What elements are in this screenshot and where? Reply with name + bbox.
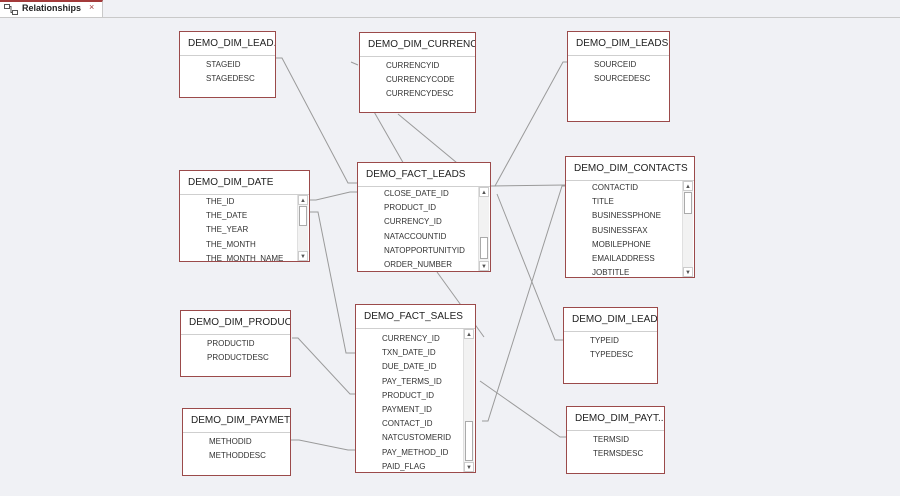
field-item[interactable]: PAY_METHOD_ID — [382, 447, 449, 457]
field-item[interactable]: STAGEDESC — [206, 74, 255, 84]
scroll-thumb[interactable] — [480, 237, 488, 259]
table-title: DEMO_DIM_PRODUCT — [181, 311, 290, 335]
scroll-thumb[interactable] — [299, 206, 307, 226]
relationship-line — [372, 109, 406, 167]
field-item[interactable]: JOBTITLE — [592, 268, 630, 277]
table-title: DEMO_FACT_LEADS — [358, 163, 490, 187]
field-item[interactable]: NATCUSTOMERID — [382, 433, 452, 443]
field-item[interactable]: STAGEID — [206, 60, 241, 69]
table-title: DEMO_DIM_PAYMET... — [183, 409, 290, 433]
table-title: DEMO_DIM_CURRENCY — [360, 33, 475, 57]
field-item[interactable]: METHODID — [209, 437, 252, 446]
relationship-line — [310, 211, 355, 354]
table-dim-date[interactable]: DEMO_DIM_DATE THE_ID THE_DATE THE_YEAR T… — [179, 170, 310, 262]
table-title: DEMO_DIM_LEAD... — [564, 308, 657, 332]
relationship-line — [350, 61, 359, 66]
field-item[interactable]: PRODUCTDESC — [207, 353, 269, 363]
field-item[interactable]: MOBILEPHONE — [592, 239, 651, 249]
field-item[interactable]: TITLE — [592, 197, 614, 207]
scroll-down-icon[interactable]: ▼ — [683, 267, 693, 277]
table-title: DEMO_DIM_LEAD... — [180, 32, 275, 56]
field-item[interactable]: CURRENCY_ID — [384, 217, 442, 227]
scroll-down-icon[interactable]: ▼ — [479, 261, 489, 271]
scroll-thumb[interactable] — [465, 421, 473, 461]
field-item[interactable]: BUSINESSFAX — [592, 225, 648, 235]
table-fact-leads[interactable]: DEMO_FACT_LEADS CLOSE_DATE_ID PRODUCT_ID… — [357, 162, 491, 272]
relationship-line — [292, 337, 355, 395]
table-dim-contacts[interactable]: DEMO_DIM_CONTACTS CONTACTID TITLE BUSINE… — [565, 156, 695, 278]
field-item[interactable]: BUSINESSPHONE — [592, 211, 661, 221]
relationships-icon — [4, 4, 18, 15]
field-item[interactable]: NATOPPORTUNITYID — [384, 245, 465, 255]
relationship-line — [490, 61, 568, 187]
field-item[interactable]: PAID_FLAG — [382, 461, 426, 471]
table-title: DEMO_DIM_PAYT... — [567, 407, 664, 431]
table-title: DEMO_DIM_LEADS... — [568, 32, 669, 56]
relationship-line — [479, 380, 566, 438]
scrollbar[interactable]: ▲ ▼ — [297, 195, 308, 261]
field-item[interactable]: TXN_DATE_ID — [382, 348, 436, 358]
document-tab-bar: Relationships × — [0, 0, 900, 18]
scroll-thumb[interactable] — [684, 192, 692, 214]
field-item[interactable]: PAYMENT_ID — [382, 404, 432, 414]
scroll-up-icon[interactable]: ▲ — [298, 195, 308, 205]
table-title: DEMO_DIM_DATE — [180, 171, 309, 195]
field-item[interactable]: CONTACTID — [592, 183, 639, 192]
table-title: DEMO_DIM_CONTACTS — [566, 157, 694, 181]
scroll-up-icon[interactable]: ▲ — [464, 329, 474, 339]
field-item[interactable]: TYPEDESC — [590, 350, 634, 360]
field-item[interactable]: DUE_DATE_ID — [382, 362, 437, 372]
field-item[interactable]: PAY_TERMS_ID — [382, 376, 442, 386]
field-item[interactable]: THE_ID — [206, 197, 235, 206]
relationship-line — [276, 57, 357, 184]
relationship-line — [291, 439, 355, 451]
scroll-down-icon[interactable]: ▼ — [298, 251, 308, 261]
scrollbar[interactable]: ▲ ▼ — [682, 181, 693, 277]
field-item[interactable]: CURRENCY_ID — [382, 334, 440, 343]
table-dim-leadsource[interactable]: DEMO_DIM_LEADS... SOURCEID SOURCEDESC — [567, 31, 670, 122]
field-item[interactable]: SOURCEID — [594, 60, 637, 69]
field-item[interactable]: CURRENCYID — [386, 61, 440, 70]
field-item[interactable]: NATACCOUNTID — [384, 231, 447, 241]
field-item[interactable]: SOURCEDESC — [594, 74, 651, 84]
field-item[interactable]: EMAILADDRESS — [592, 253, 655, 263]
table-dim-leadstage[interactable]: DEMO_DIM_LEAD... STAGEID STAGEDESC — [179, 31, 276, 98]
tab-label: Relationships — [22, 3, 82, 13]
table-title: DEMO_FACT_SALES — [356, 305, 475, 329]
table-dim-product[interactable]: DEMO_DIM_PRODUCT PRODUCTID PRODUCTDESC — [180, 310, 291, 377]
table-dim-paymethod[interactable]: DEMO_DIM_PAYMET... METHODID METHODDESC — [182, 408, 291, 476]
close-icon[interactable]: × — [89, 2, 95, 12]
scrollbar[interactable]: ▲ ▼ — [463, 329, 474, 472]
relationship-line — [310, 191, 357, 201]
field-item[interactable]: THE_MONTH_NAME — [206, 253, 284, 261]
field-item[interactable]: ORDER_NUMBER — [384, 259, 453, 269]
field-item[interactable]: TYPEID — [590, 336, 619, 345]
field-item[interactable]: THE_DATE — [206, 211, 248, 221]
field-item[interactable]: TERMSID — [593, 435, 629, 444]
field-item[interactable]: CURRENCYCODE — [386, 75, 455, 85]
field-item[interactable]: CLOSE_DATE_ID — [384, 189, 449, 198]
relationship-line — [490, 184, 566, 187]
field-item[interactable]: PRODUCTID — [207, 339, 255, 348]
table-dim-payterms[interactable]: DEMO_DIM_PAYT... TERMSID TERMSDESC — [566, 406, 665, 474]
field-item[interactable]: CURRENCYDESC — [386, 89, 454, 99]
relationship-line — [496, 193, 563, 341]
field-item[interactable]: THE_YEAR — [206, 225, 249, 235]
scroll-up-icon[interactable]: ▲ — [479, 187, 489, 197]
scrollbar[interactable]: ▲ ▼ — [478, 187, 489, 271]
field-item[interactable]: CONTACT_ID — [382, 419, 433, 429]
field-item[interactable]: TERMSDESC — [593, 449, 644, 459]
table-dim-leadtype[interactable]: DEMO_DIM_LEAD... TYPEID TYPEDESC — [563, 307, 658, 384]
field-item[interactable]: METHODDESC — [209, 451, 266, 461]
field-item[interactable]: PRODUCT_ID — [384, 203, 437, 213]
scroll-down-icon[interactable]: ▼ — [464, 462, 474, 472]
table-dim-currency[interactable]: DEMO_DIM_CURRENCY CURRENCYID CURRENCYCOD… — [359, 32, 476, 113]
table-fact-sales[interactable]: DEMO_FACT_SALES CURRENCY_ID TXN_DATE_ID … — [355, 304, 476, 473]
field-item[interactable]: THE_MONTH — [206, 239, 256, 249]
relationship-line — [482, 185, 566, 422]
field-item[interactable]: PRODUCT_ID — [382, 390, 435, 400]
tab-relationships[interactable]: Relationships × — [0, 0, 103, 17]
scroll-up-icon[interactable]: ▲ — [683, 181, 693, 191]
